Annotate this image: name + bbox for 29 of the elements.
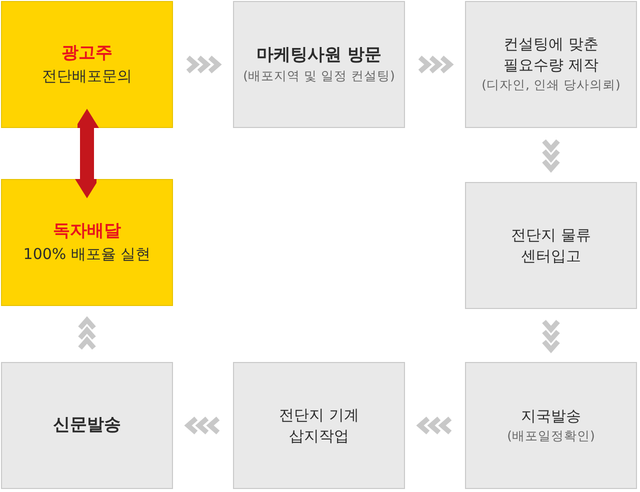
highlight-box — [1, 179, 173, 306]
chevron-arrow — [418, 55, 454, 74]
step-title: 전단지 기계삽지작업 — [278, 404, 360, 446]
chevron-arrow — [416, 416, 452, 435]
process-box — [233, 1, 405, 128]
step-note: 전단배포문의 — [42, 66, 132, 87]
step-note: (배포지역 및 일정 컨설팅) — [243, 67, 395, 86]
step-title: 광고주 — [62, 42, 112, 65]
process-box — [233, 362, 405, 489]
step-note: 100% 배포율 실현 — [23, 244, 151, 265]
process-box — [1, 362, 173, 489]
step-title: 전단지 물류센터입고 — [510, 224, 592, 266]
chevron-arrow — [542, 138, 560, 173]
chevron-arrow — [78, 316, 96, 350]
step-title: 마케팅사원 방문 — [256, 44, 382, 67]
process-box — [465, 1, 637, 128]
step-note: (배포일정확인) — [507, 426, 595, 445]
highlight-box — [1, 1, 173, 128]
step-title: 컨설팅에 맞춘 필요수량 제작 — [502, 34, 600, 76]
step-note: (디자인, 인쇄 당사의뢰) — [482, 76, 620, 94]
process-box — [465, 182, 637, 309]
step-title: 지국발송 — [521, 406, 581, 427]
chevron-arrow — [186, 55, 222, 74]
double-arrow — [75, 108, 99, 198]
step-title: 신문발송 — [53, 414, 121, 437]
process-box — [465, 362, 637, 489]
chevron-arrow — [542, 319, 560, 354]
step-title: 독자배달 — [53, 220, 121, 243]
chevron-arrow — [184, 416, 220, 435]
